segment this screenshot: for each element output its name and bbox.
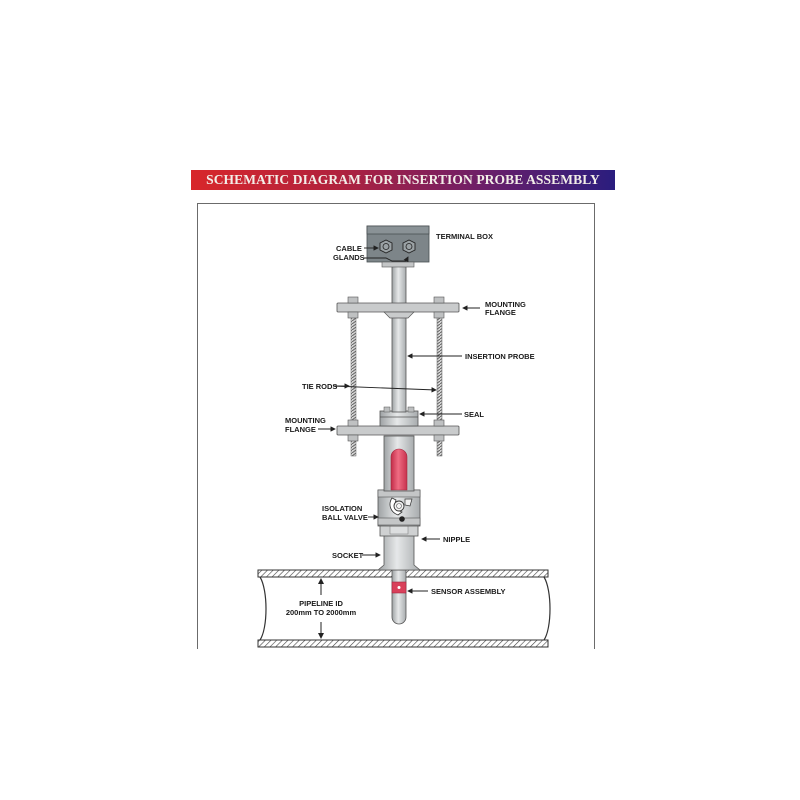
title-banner: SCHEMATIC DIAGRAM FOR INSERTION PROBE AS… [191,170,615,190]
insertion-probe-rod [391,264,407,413]
label-isolation-ball-valve-1: ISOLATION [322,504,362,513]
label-mounting-flange-bottom-2: FLANGE [285,425,316,434]
label-mounting-flange-top-2: FLANGE [485,308,516,317]
mounting-flange-bottom [336,419,460,442]
labels: TERMINAL BOX CABLE GLANDS MOUNTING FLANG… [285,232,535,617]
label-cable-glands-2: GLANDS [333,253,365,262]
probe-housing-lower [383,435,415,492]
sensor-probe-tip [391,569,407,625]
isolation-ball-valve [377,489,421,527]
label-nipple: NIPPLE [443,535,470,544]
mounting-flange-top [336,296,460,319]
socket [376,534,422,571]
label-seal: SEAL [464,410,484,419]
label-sensor-assembly: SENSOR ASSEMBLY [431,587,505,596]
label-socket: SOCKET [332,551,364,560]
label-mounting-flange-bottom-1: MOUNTING [285,416,326,425]
label-terminal-box: TERMINAL BOX [436,232,493,241]
leader-lines [318,245,480,594]
label-tie-rods: TIE RODS [302,382,337,391]
diagram-title: SCHEMATIC DIAGRAM FOR INSERTION PROBE AS… [206,172,600,187]
label-mounting-flange-top-1: MOUNTING [485,300,526,309]
label-pipeline-id-1: PIPELINE ID [299,599,343,608]
label-cable-glands-1: CABLE [336,244,362,253]
label-isolation-ball-valve-2: BALL VALVE [322,513,368,522]
diagram-frame [197,203,595,649]
label-insertion-probe: INSERTION PROBE [465,352,535,361]
terminal-box [366,225,430,268]
label-pipeline-id-2: 200mm TO 2000mm [286,608,357,617]
